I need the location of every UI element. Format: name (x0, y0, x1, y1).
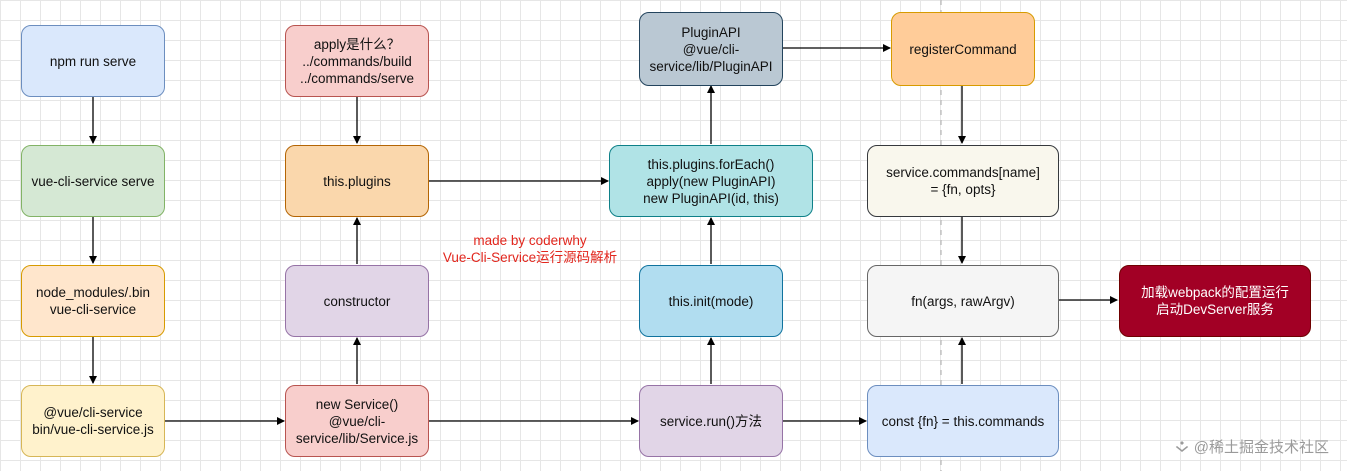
annotation-line-2: Vue-Cli-Service运行源码解析 (442, 250, 618, 265)
fn-args-node: fn(args, rawArgv) (867, 265, 1059, 337)
this-init-node: this.init(mode) (639, 265, 783, 337)
new-service-node: new Service() @vue/cli- service/lib/Serv… (285, 385, 429, 457)
vue-cli-service-serve-node: vue-cli-service serve (21, 145, 165, 217)
const-fn-node: const {fn} = this.commands (867, 385, 1059, 457)
node-modules-bin-node: node_modules/.bin vue-cli-service (21, 265, 165, 337)
service-commands-node: service.commands[name] = {fn, opts} (867, 145, 1059, 217)
apply-question-node: apply是什么？ ../commands/build ../commands/… (285, 25, 429, 97)
watermark-text: @稀土掘金技术社区 (1193, 439, 1329, 456)
constructor-node: constructor (285, 265, 429, 337)
plugin-api-node: PluginAPI @vue/cli- service/lib/PluginAP… (639, 12, 783, 86)
register-command-node: registerCommand (891, 12, 1035, 86)
watermark: @稀土掘金技术社区 (1174, 436, 1329, 457)
webpack-devserver-node: 加载webpack的配置运行 启动DevServer服务 (1119, 265, 1311, 337)
service-run-node: service.run()方法 (639, 385, 783, 457)
annotation-line-1: made by coderwhy (473, 233, 587, 248)
npm-run-serve-node: npm run serve (21, 25, 165, 97)
vue-cli-service-js-node: @vue/cli-service bin/vue-cli-service.js (21, 385, 165, 457)
this-plugins-node: this.plugins (285, 145, 429, 217)
juejin-logo-icon (1175, 440, 1188, 452)
author-annotation: made by coderwhy Vue-Cli-Service运行源码解析 (420, 232, 640, 266)
plugins-foreach-node: this.plugins.forEach() apply(new PluginA… (609, 145, 813, 217)
